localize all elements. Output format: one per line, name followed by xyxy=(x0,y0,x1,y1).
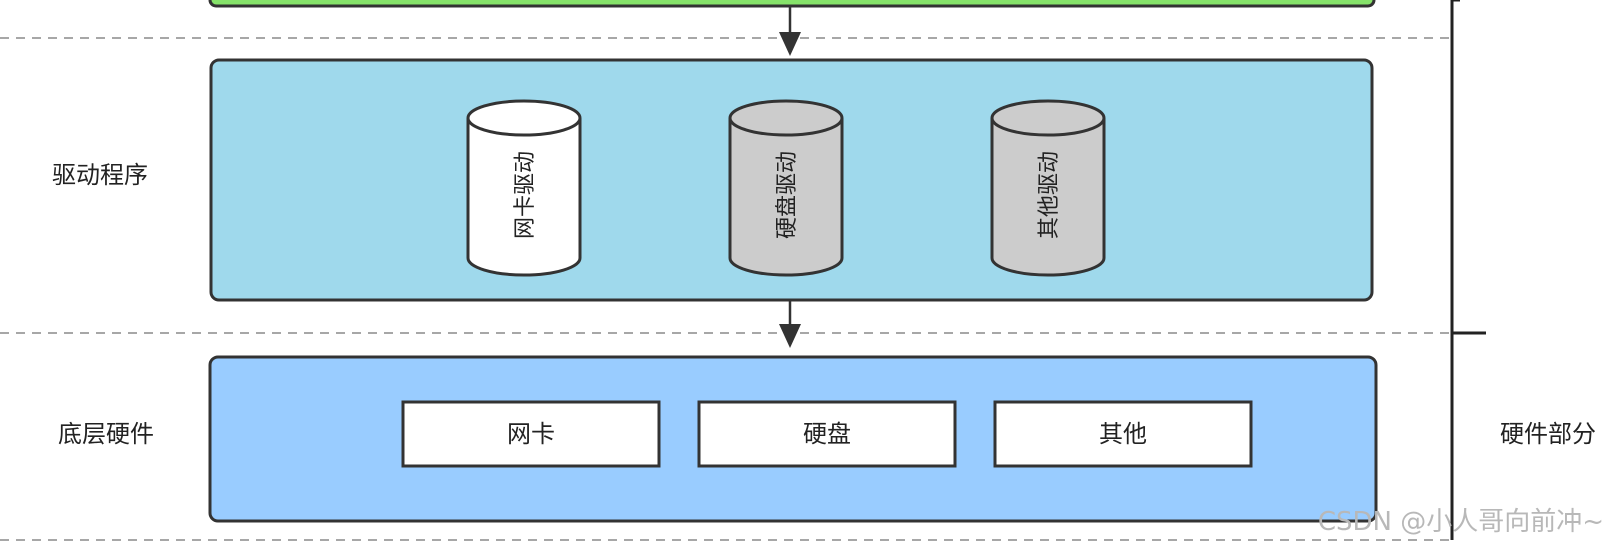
hardware-box-label: 硬盘 xyxy=(803,420,851,448)
hardware-section-label: 硬件部分 xyxy=(1500,420,1596,448)
hardware-box-other: 其他 xyxy=(993,400,1253,468)
cylinder-disk-driver: 硬盘驱动 xyxy=(728,99,844,277)
cylinder-label: 其他驱动 xyxy=(1037,151,1062,239)
cylinder-label: 硬盘驱动 xyxy=(775,151,800,239)
arrow-head-bottom xyxy=(779,324,801,348)
hardware-box-label: 其他 xyxy=(1099,420,1147,448)
top-layer-box xyxy=(208,0,1376,8)
driver-layer-label: 驱动程序 xyxy=(52,161,148,189)
hardware-box-network: 网卡 xyxy=(401,400,661,468)
watermark-text: CSDN @小人哥向前冲~ xyxy=(1318,507,1604,537)
hardware-box-label: 网卡 xyxy=(507,420,555,448)
hardware-box-disk: 硬盘 xyxy=(697,400,957,468)
cylinder-network-driver: 网卡驱动 xyxy=(466,99,582,277)
cylinder-other-driver: 其他驱动 xyxy=(990,99,1106,277)
hardware-layer-label: 底层硬件 xyxy=(58,420,154,448)
arrow-head-top xyxy=(779,32,801,56)
cylinder-label: 网卡驱动 xyxy=(513,151,538,239)
